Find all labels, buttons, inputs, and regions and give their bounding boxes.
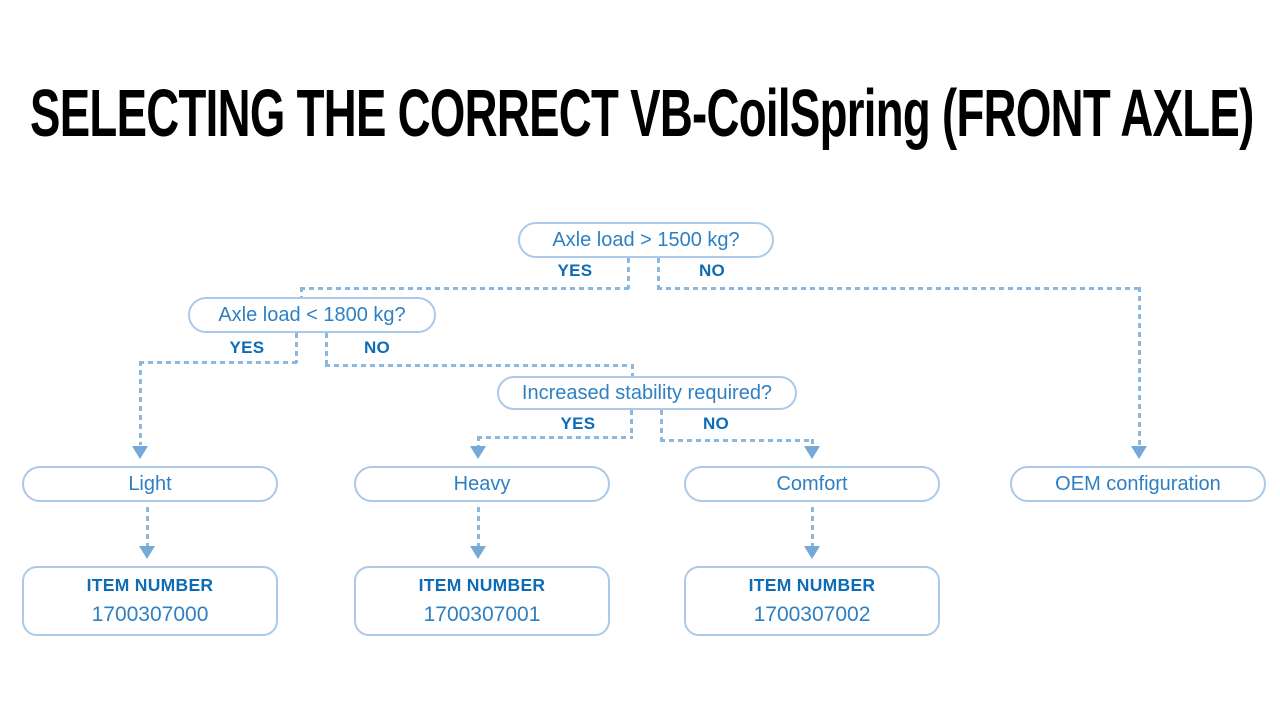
item-number-value: 1700307001 — [423, 602, 541, 626]
connector-d2-no-vertical — [325, 333, 328, 366]
connector-comfort-item-vertical — [811, 507, 814, 546]
connector-d2-no-horizontal — [325, 364, 634, 367]
arrow-down-icon — [1131, 446, 1147, 459]
connector-d2-yes-vertical — [295, 333, 298, 363]
connector-d3-no-horizontal — [660, 439, 814, 442]
item-number-heading: ITEM NUMBER — [748, 575, 876, 596]
decision-node-axle-load-1500: Axle load > 1500 kg? — [518, 222, 774, 258]
no-label: NO — [698, 261, 726, 280]
item-number-heading: ITEM NUMBER — [86, 575, 214, 596]
arrow-down-icon — [470, 546, 486, 559]
outcome-label: Comfort — [776, 473, 848, 495]
outcome-node-light: Light — [22, 466, 278, 502]
outcome-node-comfort: Comfort — [684, 466, 940, 502]
yes-label: YES — [557, 261, 593, 280]
outcome-label: Light — [128, 473, 172, 495]
yes-label: YES — [229, 338, 265, 357]
connector-d1-no-horizontal — [657, 287, 1141, 290]
connector-d3-drop — [631, 364, 634, 377]
decision-question: Increased stability required? — [521, 382, 773, 404]
item-number-box-comfort: ITEM NUMBER 1700307002 — [684, 566, 940, 636]
arrow-down-icon — [470, 446, 486, 459]
arrow-down-icon — [804, 546, 820, 559]
arrow-down-icon — [804, 446, 820, 459]
connector-d1-yes-drop — [300, 287, 303, 298]
connector-heavy-item-vertical — [477, 507, 480, 546]
connector-light-vertical — [139, 361, 142, 445]
outcome-node-heavy: Heavy — [354, 466, 610, 502]
decision-question: Axle load > 1500 kg? — [552, 229, 740, 251]
decision-node-axle-load-1800: Axle load < 1800 kg? — [188, 297, 436, 333]
connector-comfort-drop — [811, 439, 814, 446]
item-number-box-light: ITEM NUMBER 1700307000 — [22, 566, 278, 636]
connector-d3-yes-vertical — [630, 410, 633, 438]
connector-d1-yes-vertical — [627, 258, 630, 289]
outcome-label: OEM configuration — [1055, 473, 1221, 495]
arrow-down-icon — [132, 446, 148, 459]
item-number-value: 1700307000 — [91, 602, 209, 626]
connector-light-item-vertical — [146, 507, 149, 546]
item-number-box-heavy: ITEM NUMBER 1700307001 — [354, 566, 610, 636]
decision-question: Axle load < 1800 kg? — [218, 304, 406, 326]
connector-heavy-drop — [477, 436, 480, 446]
connector-d2-yes-horizontal — [139, 361, 297, 364]
connector-oem-vertical — [1138, 287, 1141, 445]
no-label: NO — [702, 414, 730, 433]
yes-label: YES — [560, 414, 596, 433]
item-number-heading: ITEM NUMBER — [418, 575, 546, 596]
outcome-node-oem-configuration: OEM configuration — [1010, 466, 1266, 502]
arrow-down-icon — [139, 546, 155, 559]
connector-d3-yes-horizontal — [477, 436, 633, 439]
no-label: NO — [363, 338, 391, 357]
connector-d1-no-vertical — [657, 258, 660, 289]
connector-d3-no-vertical — [660, 410, 663, 441]
connector-d1-yes-horizontal — [300, 287, 629, 290]
outcome-label: Heavy — [453, 473, 511, 495]
item-number-value: 1700307002 — [753, 602, 871, 626]
decision-node-stability: Increased stability required? — [497, 376, 797, 410]
page-title: SELECTING THE CORRECT VB-CoilSpring (FRO… — [30, 76, 1254, 151]
